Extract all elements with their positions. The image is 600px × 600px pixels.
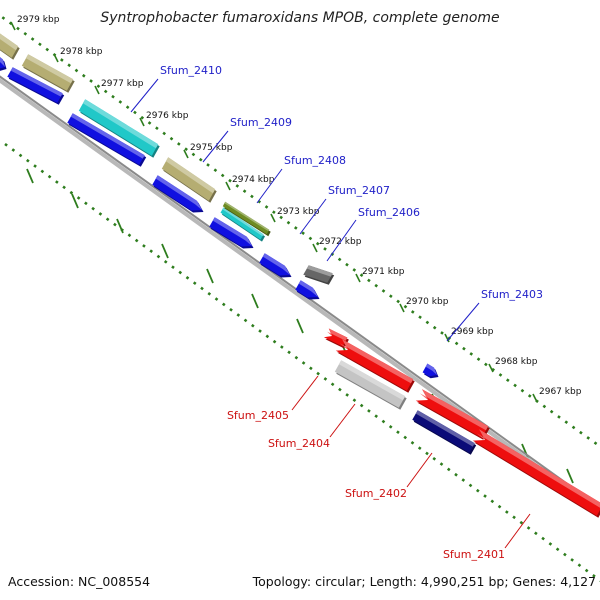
gene-label: Sfum_2402 (345, 487, 407, 500)
gene-callout-line (256, 168, 283, 204)
minor-tick (566, 468, 574, 484)
gene-feature (161, 157, 217, 203)
major-tick (399, 303, 405, 313)
major-tick (225, 181, 231, 191)
gene-feature (422, 363, 439, 379)
gene-label: Sfum_2406 (358, 206, 420, 219)
tick-label: 2976 kbp (146, 111, 189, 121)
tick-label: 2968 kbp (495, 357, 538, 367)
gene-feature (295, 280, 320, 300)
gene-feature (152, 175, 204, 213)
tick-label: 2979 kbp (17, 15, 60, 25)
tick-label: 2975 kbp (190, 143, 233, 153)
major-tick (355, 273, 361, 283)
gene-feature (472, 429, 600, 518)
minor-tick (26, 168, 34, 184)
major-tick (532, 393, 538, 403)
tick-label: 2977 kbp (101, 79, 144, 89)
minor-tick (161, 243, 169, 259)
ruler-line (0, 13, 600, 449)
gene-feature (415, 389, 490, 440)
gene-label: Sfum_2407 (328, 184, 390, 197)
major-tick (139, 117, 145, 127)
gene-callout-line (202, 130, 229, 163)
major-tick (444, 333, 450, 343)
gene-label: Sfum_2408 (284, 154, 346, 167)
tick-label: 2970 kbp (406, 297, 449, 307)
major-tick (94, 85, 100, 95)
gene-callout-line (329, 403, 356, 438)
gene-feature (78, 99, 160, 158)
topology-text: Topology: circular; Length: 4,990,251 bp… (252, 574, 596, 589)
major-tick (10, 21, 16, 31)
gene-callout-line (406, 452, 433, 488)
gene-feature (335, 339, 415, 393)
gene-label: Sfum_2401 (443, 548, 505, 561)
gene-feature (222, 201, 271, 237)
tick-label: 2974 kbp (232, 175, 275, 185)
gene-layer (0, 33, 600, 518)
gene-label: Sfum_2404 (268, 437, 330, 450)
gene-callout-line (299, 198, 327, 235)
gene-callout-line (326, 219, 357, 262)
major-tick (53, 53, 59, 63)
gene-feature (209, 217, 254, 249)
gene-callout-line (291, 375, 319, 411)
major-tick (270, 213, 276, 223)
gene-callout-line (130, 78, 159, 113)
minor-tick (296, 318, 304, 334)
tick-label: 2978 kbp (60, 47, 103, 57)
gene-feature (303, 265, 335, 285)
minor-tick (251, 293, 259, 309)
major-tick (312, 243, 318, 253)
gene-feature (0, 57, 7, 71)
tick-label: 2971 kbp (362, 267, 405, 277)
gene-feature (7, 67, 65, 105)
gene-feature (0, 33, 20, 60)
gene-label: Sfum_2405 (227, 409, 289, 422)
gene-callout-line (446, 302, 480, 342)
tick-label: 2967 kbp (539, 387, 582, 397)
tick-layer: 2979 kbp 2978 kbp 2977 kbp 2976 kbp 2975 kbp… (0, 13, 600, 582)
page-title: Syntrophobacter fumaroxidans MPOB, compl… (100, 10, 499, 26)
major-tick (183, 149, 189, 159)
gene-label: Sfum_2403 (481, 288, 543, 301)
gene-feature (334, 360, 407, 410)
major-tick (488, 363, 494, 373)
accession-text: Accession: NC_008554 (8, 574, 150, 589)
backbone-line (0, 78, 600, 514)
minor-tick (116, 218, 124, 234)
minor-tick (206, 268, 214, 284)
gene-callout-line (504, 513, 531, 549)
gene-feature (323, 328, 349, 349)
gene-feature (412, 410, 477, 455)
gene-label: Sfum_2409 (230, 116, 292, 129)
gene-feature (21, 54, 75, 93)
gene-label: Sfum_2410 (160, 64, 222, 77)
tick-label: 2969 kbp (451, 327, 494, 337)
gene-feature (259, 253, 292, 278)
minor-tick (71, 193, 79, 209)
label-layer: Sfum_2410Sfum_2409Sfum_2408Sfum_2407Sfum… (130, 64, 543, 561)
tick-label: 2973 kbp (277, 207, 320, 217)
gene-feature (220, 207, 265, 242)
gene-feature (67, 113, 147, 167)
